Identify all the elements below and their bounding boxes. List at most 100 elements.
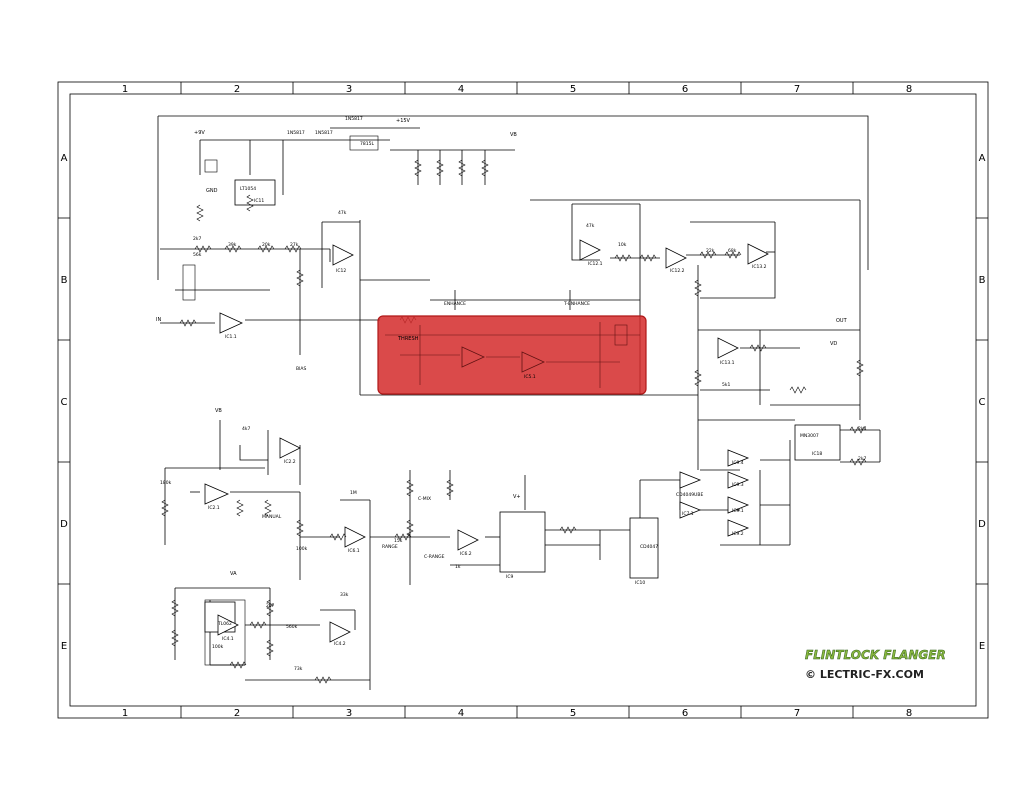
column-ticks <box>180 82 854 718</box>
mn3007-label: MN3007 <box>800 433 819 439</box>
row-label-right-A: A <box>979 153 986 164</box>
row-ticks <box>58 217 988 585</box>
inner-frame <box>69 93 977 707</box>
resistor-symbol <box>856 359 864 377</box>
r8-label: 47k <box>586 223 595 229</box>
r24-label: 1k <box>455 564 461 570</box>
ic-label-ic62: IC6.2 <box>460 551 472 557</box>
ic-label-ic132: IC13.2 <box>752 264 767 270</box>
diode-b-label: 1N5817 <box>287 130 305 136</box>
ic-label-ic9: IC9 <box>506 574 513 580</box>
lt1054-body <box>234 179 276 206</box>
site-text: © LECTRIC-FX.COM <box>805 668 924 681</box>
value-labels: 2k7 56k 39k 20k 27k 47k 10k 47k 1M 100k … <box>160 210 866 672</box>
part-labels: 7815L 1N5817 1N5817 1N5817 LT1054 MN3007… <box>217 116 819 630</box>
row-label-C: C <box>61 397 68 408</box>
title-text: FLINTLOCK FLANGER <box>805 648 946 662</box>
resistor-symbol <box>849 426 867 434</box>
range-label: RANGE <box>382 544 398 550</box>
ic-label-ic42: IC4.2 <box>334 641 346 647</box>
row-label-E: E <box>61 641 67 652</box>
resistor-symbol <box>236 499 244 517</box>
resistor-symbol <box>481 159 489 177</box>
diode-a-label: 1N5817 <box>345 116 363 122</box>
power-labels: +9V +15V VB VD VB GND V+ VA IN OUT <box>156 118 848 577</box>
v9-label: +9V <box>194 130 205 136</box>
vb-label: VB <box>510 132 517 138</box>
resistor-symbol <box>329 533 347 541</box>
column-label-bottom-5: 5 <box>570 708 576 719</box>
resistor-symbol <box>229 661 247 669</box>
r16-label: 180k <box>160 480 172 486</box>
r11-label: 4k7 <box>242 426 250 432</box>
ic-label-ic12: IC12 <box>336 268 346 274</box>
cd4049-label: CD4049UBE <box>676 492 703 498</box>
resistor-symbol <box>749 344 767 352</box>
ic-label-ic22: IC2.2 <box>284 459 296 465</box>
r22-label: 33k <box>340 592 349 598</box>
va-label: VA <box>230 571 237 577</box>
column-label-bottom-6: 6 <box>682 708 688 719</box>
column-label-bottom-3: 3 <box>346 708 352 719</box>
c-range-label: C-RANGE <box>424 554 445 560</box>
resistor-symbol <box>266 599 274 617</box>
resistor-symbol <box>179 319 197 327</box>
ic18-body <box>794 424 841 461</box>
r1-label: 47k <box>338 210 347 216</box>
ic9-body <box>499 511 546 573</box>
ic-labels: IC1.1IC11IC12IC12.1IC12.2IC13.2IC13.1IC5… <box>208 198 822 647</box>
resistor-symbol <box>284 245 302 253</box>
r9-label: 1M <box>350 490 357 496</box>
diode-c-label: 1N5817 <box>315 130 333 136</box>
column-label-6: 6 <box>682 84 688 95</box>
resistor-symbol <box>699 251 717 259</box>
r4-label: 39k <box>228 242 237 248</box>
r3-label: 2k7 <box>193 236 201 242</box>
resistor-symbol <box>789 386 807 394</box>
row-label-right-C: C <box>979 397 986 408</box>
r21-label: 560k <box>286 624 298 630</box>
resistor-symbol <box>266 639 274 657</box>
outer-frame <box>57 81 989 719</box>
r23-label: 73k <box>294 666 303 672</box>
resistor-symbol <box>639 254 657 262</box>
resistor-symbol <box>458 159 466 177</box>
ic-label-ic1: IC1.1 <box>225 334 237 340</box>
ic-label-ic94: IC9.4 <box>732 460 744 466</box>
resistor-symbol <box>446 479 454 497</box>
resistor-symbol <box>257 245 275 253</box>
resistor-symbol <box>314 676 332 684</box>
ic-label-ic122: IC12.2 <box>670 268 685 274</box>
r12-label: 22k <box>706 248 715 254</box>
regulator-label: 7815L <box>360 141 374 147</box>
column-label-3: 3 <box>346 84 352 95</box>
opamp-symbols <box>204 239 769 643</box>
resistor-symbol <box>414 159 422 177</box>
row-label-B: B <box>61 275 68 286</box>
resistor-symbol <box>406 519 414 537</box>
resistor-symbol <box>849 458 867 466</box>
column-label-bottom-4: 4 <box>458 708 464 719</box>
column-label-bottom-8: 8 <box>906 708 912 719</box>
ic-label-ic93: IC9.3 <box>732 482 744 488</box>
vd-label: VD <box>830 341 837 347</box>
column-label-4: 4 <box>458 84 464 95</box>
r19-label: 2k7 <box>266 603 274 609</box>
tl062-label: TL062 <box>217 621 232 627</box>
resistor-symbol <box>296 269 304 287</box>
resistor-symbol <box>406 479 414 497</box>
v15-label: +15V <box>396 118 411 124</box>
ic-label-ic71: IC7.1 <box>682 511 694 517</box>
ic-label-ic41: IC4.1 <box>222 636 234 642</box>
ic-label-ic121: IC12.1 <box>588 261 603 267</box>
resistor-symbol <box>194 245 212 253</box>
r10-label: 100k <box>296 546 308 552</box>
r15-label: 100k <box>212 644 224 650</box>
resistor-symbol <box>394 533 412 541</box>
